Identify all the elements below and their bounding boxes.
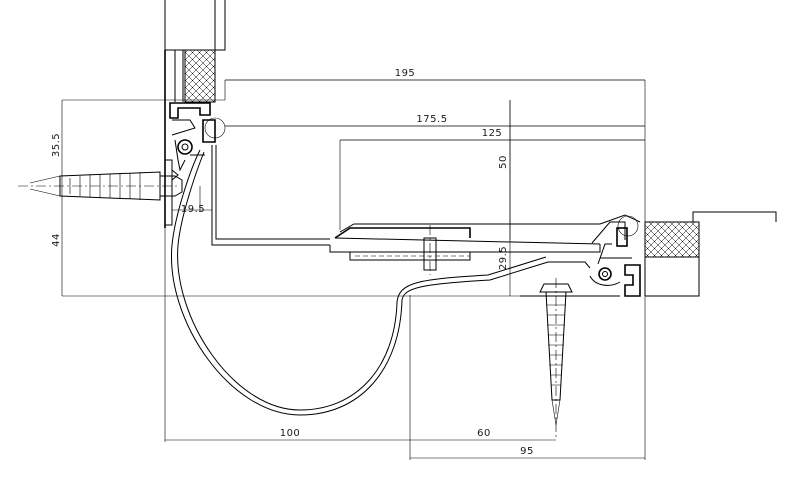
dim-100: 100 bbox=[280, 428, 301, 439]
right-anchor-screw bbox=[539, 278, 573, 440]
right-wall-insulation bbox=[644, 221, 700, 258]
dim-50: 50 bbox=[498, 155, 509, 169]
dim-19-5: 19.5 bbox=[181, 204, 205, 215]
membrane-loop bbox=[170, 149, 549, 416]
dim-35-5: 35.5 bbox=[51, 133, 62, 157]
left-profile bbox=[165, 102, 330, 246]
dim-175-5: 175.5 bbox=[416, 114, 447, 125]
extension-lines bbox=[62, 79, 646, 460]
dimension-lines bbox=[61, 79, 645, 459]
dim-44: 44 bbox=[51, 233, 62, 247]
right-wall bbox=[644, 211, 777, 297]
dim-95: 95 bbox=[520, 446, 534, 457]
dim-195: 195 bbox=[395, 68, 416, 79]
dim-125: 125 bbox=[482, 128, 503, 139]
left-wall-insulation bbox=[184, 49, 216, 103]
dim-29-5: 29.5 bbox=[498, 246, 509, 270]
dim-60: 60 bbox=[477, 428, 491, 439]
cover-plate bbox=[329, 214, 641, 275]
left-anchor-screw bbox=[18, 171, 183, 201]
left-wall bbox=[164, 0, 226, 228]
right-profile bbox=[520, 215, 641, 297]
